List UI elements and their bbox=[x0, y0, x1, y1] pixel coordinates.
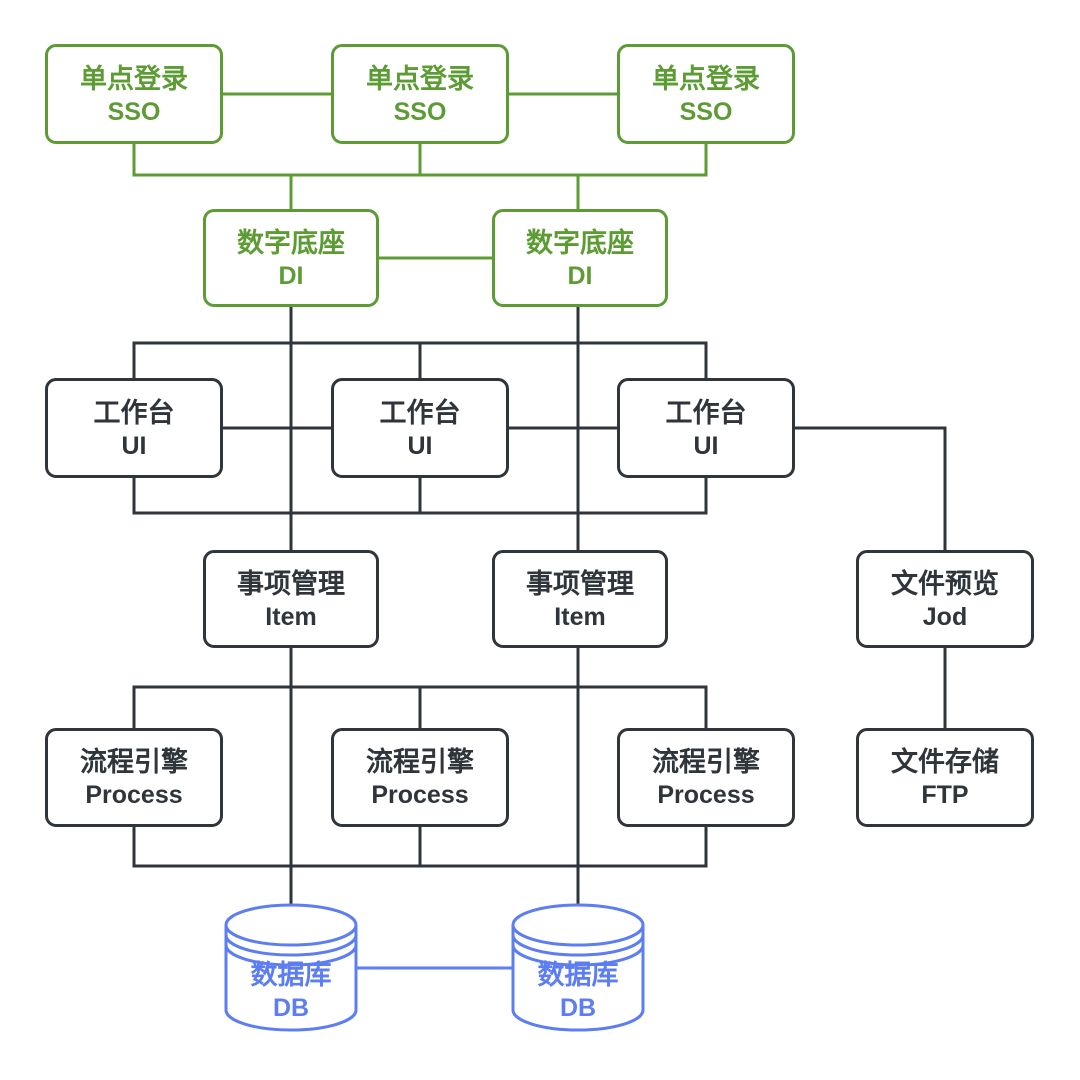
node-title: 事项管理 bbox=[526, 568, 634, 599]
node-title: 数据库 bbox=[537, 960, 619, 990]
database-cylinder-1 bbox=[224, 903, 358, 1032]
node-subtitle: UI bbox=[693, 431, 719, 460]
node-subtitle: UI bbox=[407, 431, 433, 460]
node-title: 文件存储 bbox=[891, 747, 999, 777]
node-title: 单点登录 bbox=[366, 63, 474, 94]
node-sso-3: 单点登录 SSO bbox=[617, 44, 795, 144]
node-db-1: 数据库 DB bbox=[226, 958, 356, 1024]
node-item-1: 事项管理 Item bbox=[203, 550, 379, 648]
node-subtitle: Process bbox=[371, 781, 469, 809]
node-title: 文件预览 bbox=[891, 568, 999, 599]
node-process-2: 流程引擎 Process bbox=[331, 728, 509, 827]
node-subtitle: Item bbox=[554, 602, 606, 631]
node-title: 流程引擎 bbox=[80, 747, 188, 777]
node-subtitle: DB bbox=[272, 994, 310, 1022]
node-subtitle: Item bbox=[265, 602, 317, 631]
node-sso-1: 单点登录 SSO bbox=[45, 44, 223, 144]
node-title: 事项管理 bbox=[237, 568, 345, 599]
node-subtitle: SSO bbox=[393, 97, 447, 126]
node-ftp: 文件存储 FTP bbox=[856, 728, 1034, 827]
node-process-3: 流程引擎 Process bbox=[617, 728, 795, 827]
node-item-2: 事项管理 Item bbox=[492, 550, 668, 648]
node-subtitle: UI bbox=[121, 431, 147, 460]
node-title: 流程引擎 bbox=[366, 747, 474, 777]
node-db-2: 数据库 DB bbox=[513, 958, 643, 1024]
node-title: 工作台 bbox=[93, 397, 175, 428]
node-title: 工作台 bbox=[379, 397, 461, 428]
node-subtitle: Process bbox=[85, 781, 183, 809]
node-title: 数据库 bbox=[250, 960, 332, 990]
node-ui-1: 工作台 UI bbox=[45, 378, 223, 478]
node-subtitle: DI bbox=[278, 261, 304, 290]
database-cylinder-2 bbox=[511, 903, 645, 1032]
node-sso-2: 单点登录 SSO bbox=[331, 44, 509, 144]
node-subtitle: SSO bbox=[107, 97, 161, 126]
green-connectors bbox=[132, 92, 708, 260]
node-title: 工作台 bbox=[665, 397, 747, 428]
node-subtitle: FTP bbox=[921, 781, 969, 809]
node-subtitle: DB bbox=[559, 994, 597, 1022]
node-title: 单点登录 bbox=[652, 63, 760, 94]
node-di-2: 数字底座 DI bbox=[492, 209, 668, 307]
node-title: 单点登录 bbox=[80, 63, 188, 94]
node-subtitle: DI bbox=[567, 261, 593, 290]
node-jod: 文件预览 Jod bbox=[856, 550, 1034, 648]
node-ui-3: 工作台 UI bbox=[617, 378, 795, 478]
dark-connectors bbox=[132, 307, 947, 906]
node-subtitle: SSO bbox=[679, 97, 733, 126]
node-subtitle: Process bbox=[657, 781, 755, 809]
node-process-1: 流程引擎 Process bbox=[45, 728, 223, 827]
node-title: 数字底座 bbox=[237, 227, 345, 258]
node-di-1: 数字底座 DI bbox=[203, 209, 379, 307]
blue-connectors bbox=[224, 903, 645, 1032]
node-subtitle: Jod bbox=[922, 602, 968, 631]
node-title: 流程引擎 bbox=[652, 747, 760, 777]
node-ui-2: 工作台 UI bbox=[331, 378, 509, 478]
node-title: 数字底座 bbox=[526, 227, 634, 258]
